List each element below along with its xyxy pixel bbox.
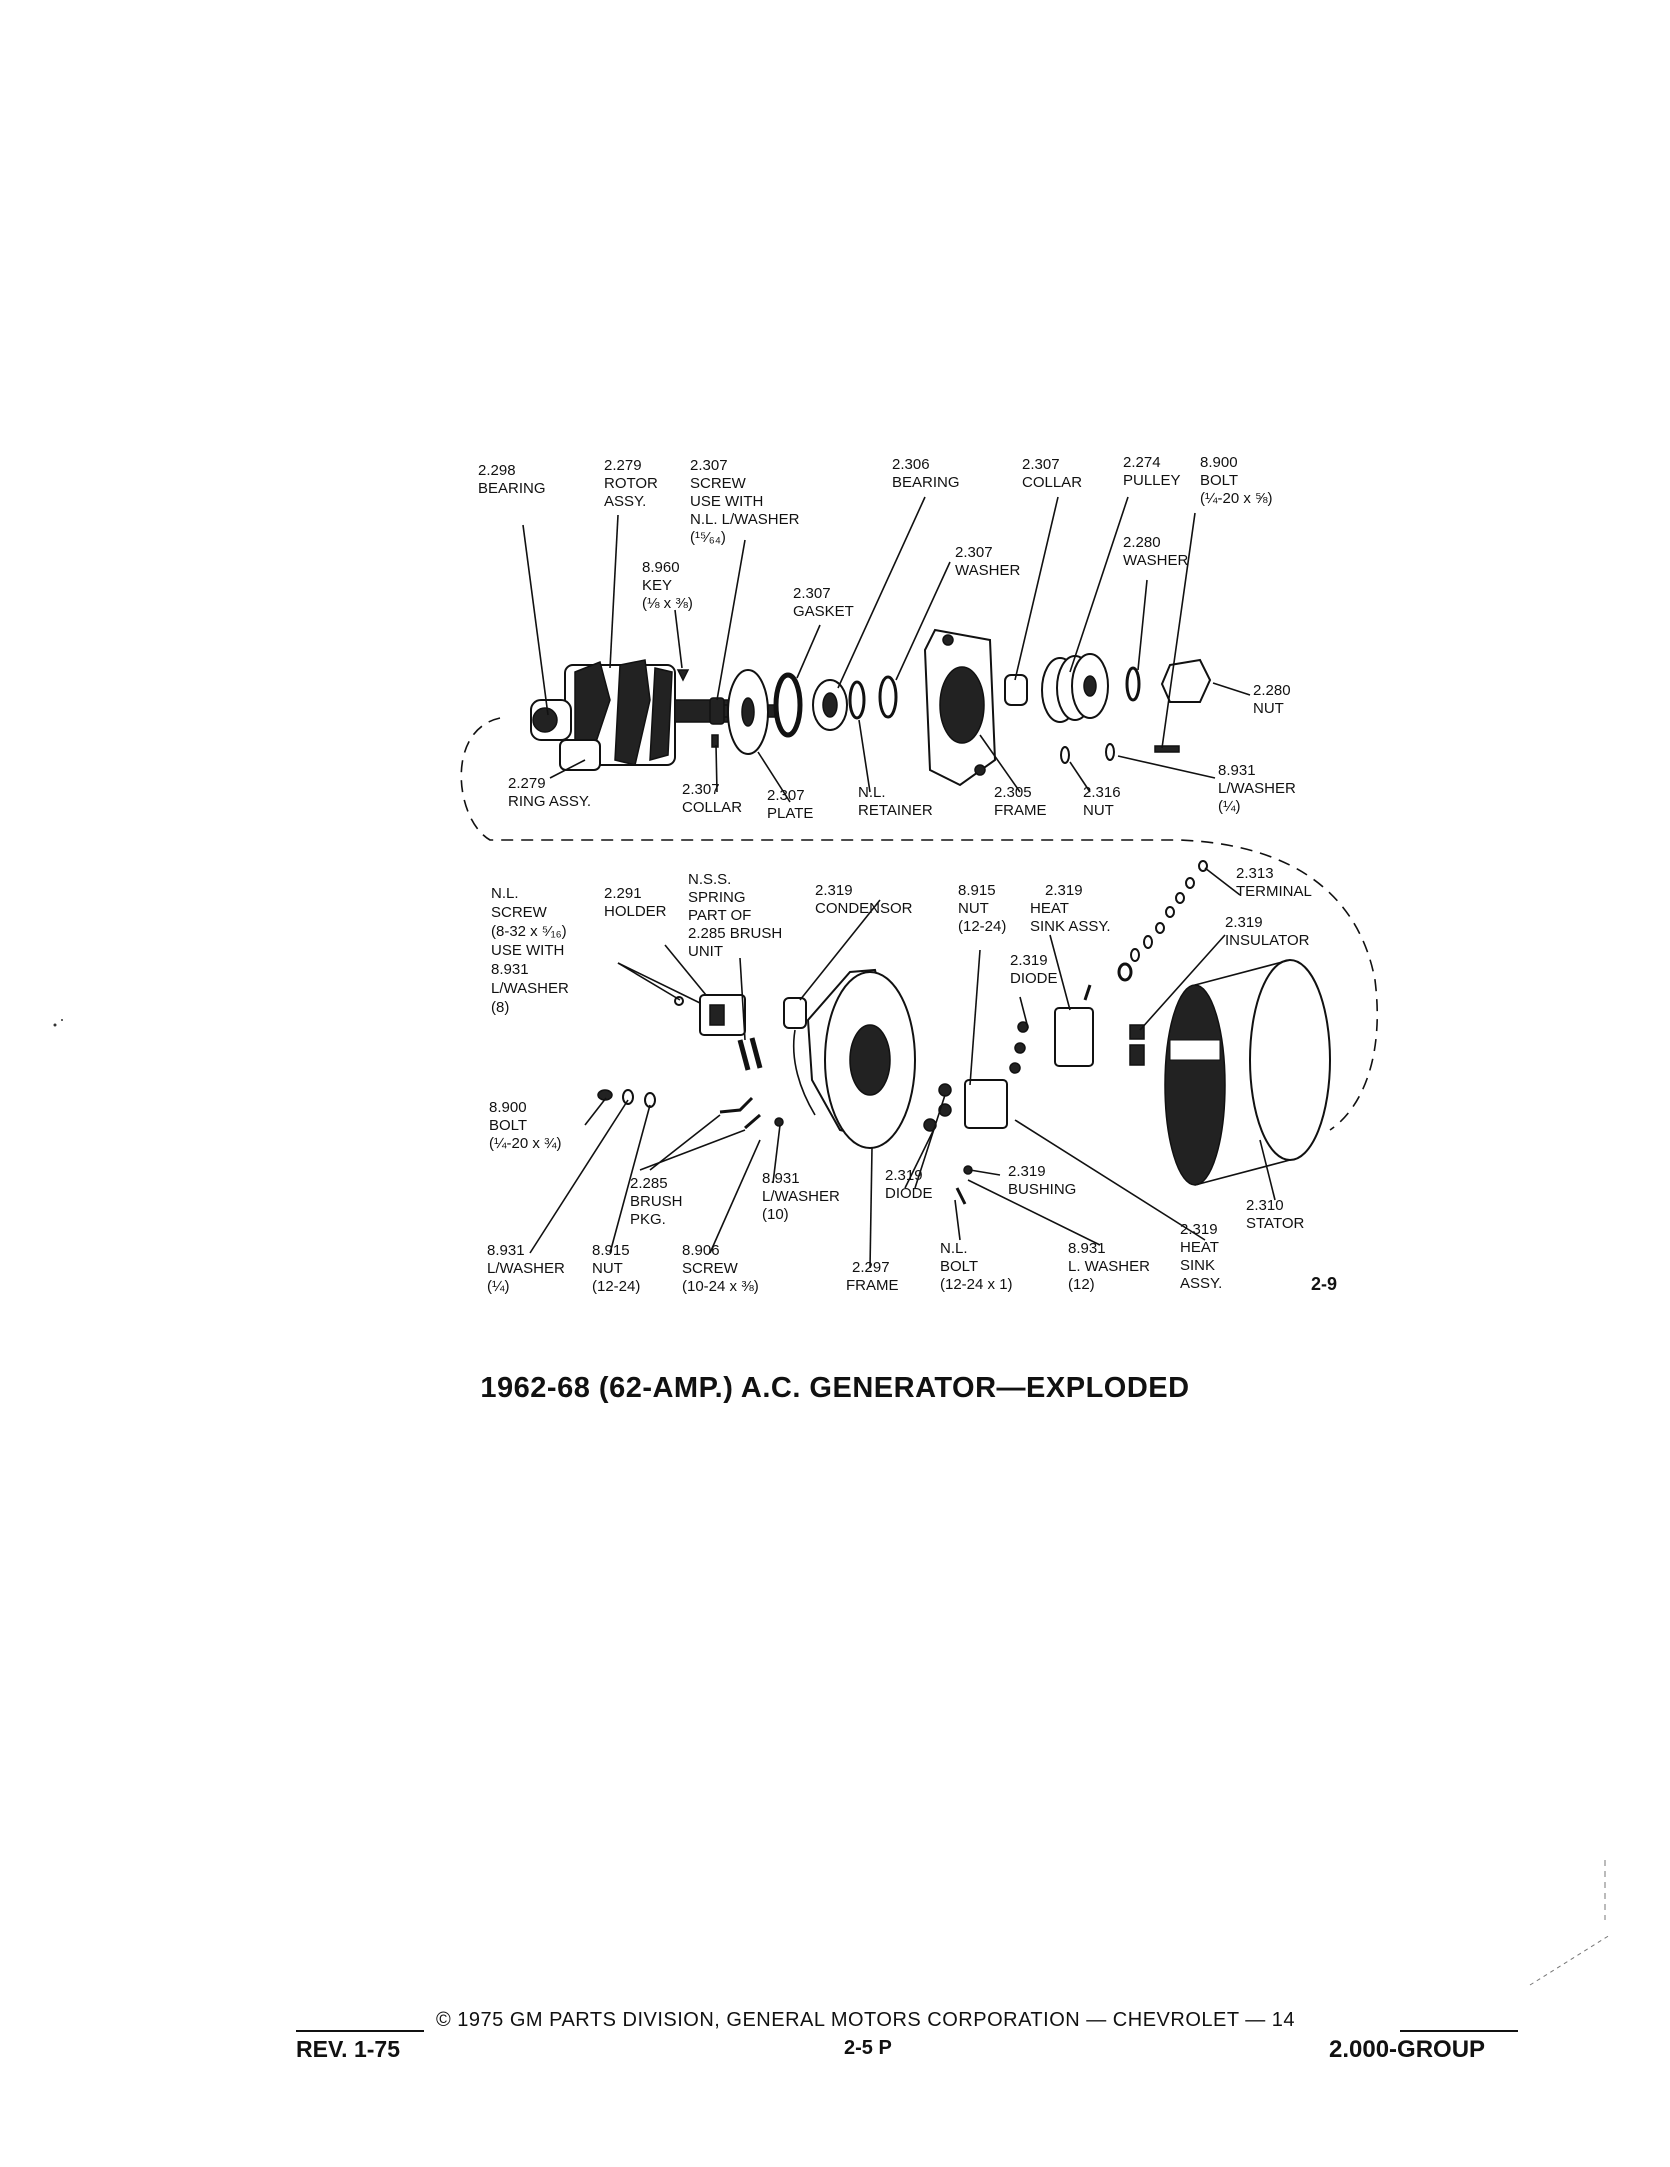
pulley-nut-part — [1160, 658, 1212, 703]
footer-revision: REV. 1-75 — [296, 2036, 400, 2062]
callout-key-8960: 8.960 KEY (⅛ x ⅜) — [642, 559, 693, 612]
callout-brush-2285: 2.285 BRUSH PKG. — [630, 1175, 687, 1228]
figure-caption: 1962-68 (62-AMP.) A.C. GENERATOR—EXPLODE… — [480, 1372, 1190, 1404]
washer-part — [878, 675, 898, 719]
callout-heatsink-2319-bottom: 2.319 HEAT SINK ASSY. — [1180, 1221, 1223, 1292]
rotor-bearing-collar-screw — [709, 697, 725, 748]
footer-group: 2.000-GROUP — [1329, 2036, 1486, 2063]
callout-bolt-nl: N.L. BOLT (12-24 x 1) — [940, 1240, 1013, 1293]
callout-condensor-2319: 2.319 CONDENSOR — [815, 882, 913, 917]
footer-rule-left — [296, 2030, 424, 2032]
callout-insulator-2319: 2.319 INSULATOR — [1225, 914, 1310, 949]
callout-screw-2307: 2.307 SCREW USE WITH N.L. L/WASHER (¹⁵⁄₆… — [690, 457, 804, 546]
collar-part — [1004, 674, 1028, 706]
callout-washer-2280: 2.280 WASHER — [1123, 534, 1188, 569]
callout-nut-2316: 2.316 NUT — [1083, 784, 1125, 819]
pulley-washer-part — [1125, 666, 1141, 702]
retainer-part — [848, 680, 866, 720]
callout-retainer-nl: N.L. RETAINER — [858, 784, 933, 819]
stator-part — [1164, 959, 1331, 1186]
callout-bearing-2298: 2.298 BEARING — [478, 462, 546, 497]
heat-sink-lower — [923, 1079, 1008, 1205]
callout-ring-2279: 2.279 RING ASSY. — [508, 775, 591, 810]
heat-sink-upper — [1009, 984, 1094, 1074]
callout-screw-8906: 8.906 SCREW (10-24 x ⅜) — [682, 1242, 759, 1295]
callout-nut-8915-mid: 8.915 NUT (12-24) — [958, 882, 1006, 935]
callout-frame-2297: 2.297 FRAME — [846, 1259, 899, 1294]
scan-artifacts — [53, 1019, 1611, 1986]
footer-copyright: © 1975 GM PARTS DIVISION, GENERAL MOTORS… — [436, 2009, 1296, 2031]
figure-ref: 2-9 — [1311, 1274, 1338, 1294]
callout-spring-nss: N.S.S. SPRING PART OF 2.285 BRUSH UNIT — [688, 871, 786, 960]
callout-washer-2307: 2.307 WASHER — [955, 544, 1020, 579]
callout-lwasher-8931-left: 8.931 L/WASHER (¼) — [487, 1242, 569, 1295]
bearing-part — [812, 679, 848, 731]
callout-nut-2280: 2.280 NUT — [1253, 682, 1295, 717]
brush-holder-part — [699, 994, 746, 1036]
drive-end-frame — [923, 628, 997, 787]
callout-collar-2307-top: 2.307 COLLAR — [1022, 456, 1082, 491]
callout-lwasher-8931-top: 8.931 L/WASHER (¼) — [1218, 762, 1300, 815]
callout-holder-2291: 2.291 HOLDER — [604, 885, 667, 920]
callout-bolt-8900-left: 8.900 BOLT (¼-20 x ¾) — [489, 1099, 562, 1152]
left-small-hardware — [597, 996, 784, 1130]
leader-lines — [522, 496, 1276, 1269]
terminal-parts — [1117, 860, 1208, 982]
callout-lwasher-8931-right: 8.931 L. WASHER (12) — [1068, 1240, 1154, 1293]
assembly-path-line — [460, 717, 1379, 1131]
key-part — [676, 669, 690, 682]
callout-screw-nl: N.L. SCREW (8-32 x ⁵⁄₁₆) USE WITH 8.931 … — [491, 885, 573, 1016]
callout-lwasher-8931-mid: 8.931 L/WASHER (10) — [762, 1170, 844, 1223]
callout-pulley-2274: 2.274 PULLEY — [1123, 454, 1181, 489]
callout-collar-2307-bottom: 2.307 COLLAR — [682, 781, 742, 816]
frame-nuts — [1060, 743, 1180, 764]
footer-page-number: 2-5 P — [844, 2037, 892, 2059]
insulator-part — [1129, 1024, 1145, 1066]
pulley-part — [1041, 653, 1109, 723]
callout-stator-2310: 2.310 STATOR — [1246, 1197, 1305, 1232]
callout-heatsink-2319-top: 2.319 HEAT SINK ASSY. — [1030, 882, 1111, 935]
callout-nut-8915-left: 8.915 NUT (12-24) — [592, 1242, 640, 1295]
callout-diode-2319-bottom: 2.319 DIODE — [885, 1167, 933, 1202]
slip-ring-end-frame — [806, 968, 916, 1149]
callout-bolt-8900-top: 8.900 BOLT (¼-20 x ⅝) — [1200, 454, 1273, 507]
callout-gasket-2307: 2.307 GASKET — [793, 585, 854, 620]
callout-frame-2305: 2.305 FRAME — [994, 784, 1047, 819]
gasket-part — [773, 672, 803, 738]
callout-terminal-2313: 2.313 TERMINAL — [1236, 865, 1312, 900]
condensor-part — [783, 997, 816, 1116]
footer-rule-right — [1400, 2030, 1518, 2032]
callout-plate-2307: 2.307 PLATE — [767, 787, 813, 822]
plate-part — [727, 669, 769, 755]
callout-diode-2319-top: 2.319 DIODE — [1010, 952, 1058, 987]
brush-springs — [737, 1037, 763, 1071]
callout-rotor-2279: 2.279 ROTOR ASSY. — [604, 457, 662, 510]
callout-bearing-2306: 2.306 BEARING — [892, 456, 960, 491]
callout-bushing-2319: 2.319 BUSHING — [1008, 1163, 1076, 1198]
